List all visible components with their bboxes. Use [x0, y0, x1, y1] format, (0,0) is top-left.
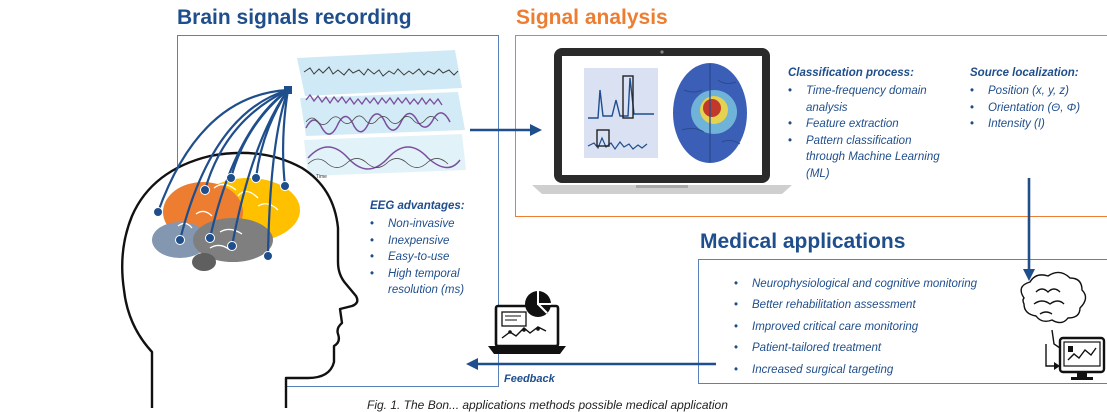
- eeg-advantages-title: EEG advantages:: [370, 200, 465, 212]
- list-item: Patient-tailored treatment: [732, 338, 1107, 360]
- source-localization-title: Source localization:: [970, 67, 1079, 79]
- feedback-label: Feedback: [504, 373, 555, 385]
- list-item: Pattern classification through Machine L…: [786, 133, 946, 183]
- list-item: Neurophysiological and cognitive monitor…: [732, 274, 1107, 296]
- list-item: Increased surgical targeting: [732, 360, 1107, 382]
- source-localization-list: Position (x, y, z) Orientation (Θ, Φ) In…: [968, 83, 1107, 133]
- medical-applications-list: Neurophysiological and cognitive monitor…: [732, 274, 1107, 381]
- eeg-advantages-list: Non-invasive Inexpensive Easy-to-use Hig…: [368, 216, 500, 299]
- brain-heatmap-icon: [673, 63, 747, 163]
- list-item: Feature extraction: [786, 116, 946, 133]
- list-item: Better rehabilitation assessment: [732, 295, 1107, 317]
- signal-analysis-title: Signal analysis: [516, 6, 668, 29]
- arrow-to-medical: [1023, 178, 1035, 281]
- eeg-time-label: Time: [316, 174, 327, 180]
- medical-applications-panel: [698, 259, 1107, 384]
- laptop-icon: [532, 48, 792, 194]
- electrode-wires: [156, 88, 290, 257]
- list-item: Inexpensive: [368, 233, 500, 250]
- list-item: Easy-to-use: [368, 249, 500, 266]
- list-item: Orientation (Θ, Φ): [968, 100, 1107, 117]
- classification-process-list: Time-frequency domain analysis Feature e…: [786, 83, 946, 182]
- brain-signals-title: Brain signals recording: [177, 6, 412, 29]
- list-item: Time-frequency domain analysis: [786, 83, 946, 116]
- list-item: Position (x, y, z): [968, 83, 1107, 100]
- list-item: High temporal resolution (ms): [368, 266, 500, 299]
- electrode-points: [153, 173, 290, 261]
- classification-process-title: Classification process:: [788, 67, 914, 79]
- signal-analysis-panel: [515, 35, 1107, 217]
- list-item: Non-invasive: [368, 216, 500, 233]
- arrow-to-analysis: [470, 124, 542, 136]
- feedback-monitor-icon: [488, 291, 566, 354]
- figure-caption: Fig. 1. The Bon... applications methods …: [367, 398, 728, 412]
- list-item: Improved critical care monitoring: [732, 317, 1107, 339]
- feedback-arrow: [466, 358, 716, 370]
- medical-applications-title: Medical applications: [700, 230, 906, 253]
- eeg-signal-plot: [297, 50, 466, 176]
- list-item: Intensity (I): [968, 116, 1107, 133]
